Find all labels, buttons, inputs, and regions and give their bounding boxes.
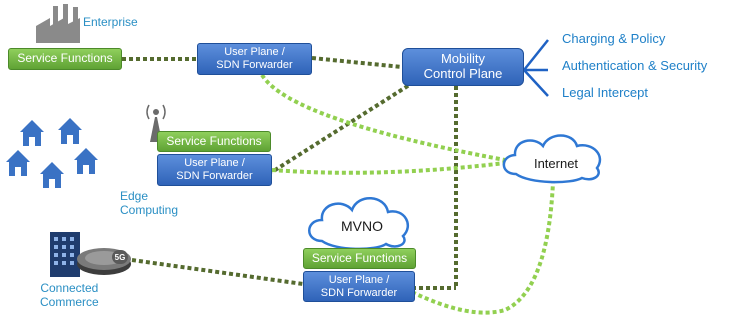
bracket-charging	[523, 39, 549, 71]
mvno-service-functions-box: Service Functions	[303, 248, 416, 269]
edge-service-functions-box: Service Functions	[157, 131, 271, 152]
mvno-user-plane-box: User Plane / SDN Forwarder	[303, 271, 415, 302]
enterprise-service-functions-box: Service Functions	[8, 48, 122, 70]
connected-commerce-label: Connected Commerce	[40, 281, 99, 310]
edge-label-line1: Edge	[120, 189, 149, 203]
edge-label-line2: Computing	[120, 202, 179, 217]
link-mvno-up-to-internet	[411, 181, 555, 315]
mobility-line2: Control Plane	[423, 66, 503, 81]
mvno-label: MVNO	[341, 218, 383, 234]
link-enterprise-up-to-mcp	[311, 56, 403, 69]
charging-policy-label: Charging & Policy	[562, 31, 666, 46]
enterprise-user-plane-line1: User Plane /	[224, 46, 285, 59]
mobility-control-plane-box: Mobility Control Plane	[402, 48, 524, 86]
edge-user-plane-box: User Plane / SDN Forwarder	[157, 154, 272, 186]
internet-cloud-shape	[502, 134, 602, 184]
enterprise-user-plane-box: User Plane / SDN Forwarder	[197, 43, 312, 75]
bracket-legal	[523, 69, 549, 97]
enterprise-user-plane-line2: SDN Forwarder	[216, 59, 293, 71]
building-icon	[50, 232, 80, 277]
link-edge-up-to-internet	[271, 161, 506, 175]
edge-user-plane-line2: SDN Forwarder	[176, 170, 253, 182]
commerce-label-line2: Commerce	[40, 294, 99, 309]
mvno-cloud-shape	[308, 197, 409, 251]
legal-intercept-label: Legal Intercept	[562, 85, 649, 100]
link-commerce-to-mvno-up	[131, 258, 304, 286]
5g-badge: 5G	[112, 250, 128, 264]
edge-user-plane-line1: User Plane /	[184, 157, 245, 170]
edge-service-functions-label: Service Functions	[166, 133, 262, 148]
internet-label: Internet	[533, 156, 579, 171]
link-mcp-to-edge-up	[270, 80, 416, 174]
edge-computing-label: Edge Computing	[120, 189, 179, 218]
houses-icon	[6, 118, 98, 188]
mvno-user-plane-line2: SDN Forwarder	[320, 286, 398, 299]
factory-icon	[36, 4, 80, 43]
link-enterprise-up-to-internet	[260, 73, 506, 162]
mobility-line1: Mobility	[440, 51, 486, 67]
enterprise-service-functions-label: Service Functions	[17, 51, 113, 66]
mvno-user-plane-line1: User Plane /	[328, 273, 390, 286]
authentication-security-label: Authentication & Security	[562, 58, 708, 73]
enterprise-label: Enterprise	[83, 15, 138, 29]
commerce-label-line1: Connected	[40, 281, 99, 295]
mvno-service-functions-label: Service Functions	[311, 250, 408, 265]
